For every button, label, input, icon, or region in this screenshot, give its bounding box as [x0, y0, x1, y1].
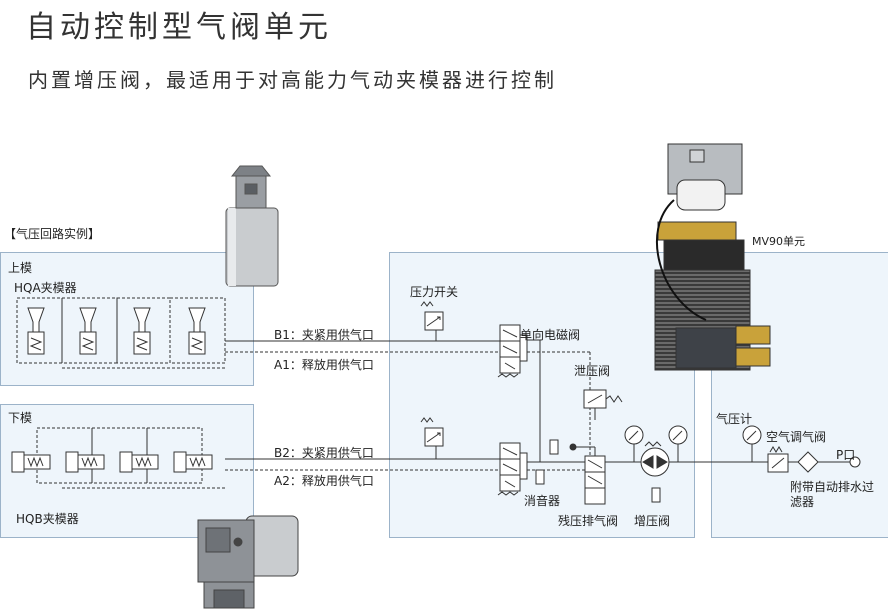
section-label: 【气压回路实例】: [4, 227, 101, 241]
lower-die-label: 下模: [8, 411, 33, 425]
residual-exhaust-valve-symbol: [569, 443, 606, 505]
air-regulator-label: 空气调气阀: [766, 430, 827, 444]
supply-panel: [711, 252, 888, 538]
relief-valve-label: 泄压阀: [574, 364, 611, 378]
pressure-gauge-label: 气压计: [716, 412, 753, 426]
muffler-label: 消音器: [524, 494, 561, 508]
hqb-clamp-symbols: [11, 451, 213, 473]
mv90-unit-label: MV90单元: [752, 235, 806, 248]
port-a2-label: A2：释放用供气口: [274, 474, 374, 488]
page-title: 自动控制型气阀单元: [26, 10, 332, 45]
muffler-symbols: [535, 439, 661, 503]
solenoid-valve-symbols: [497, 324, 528, 496]
pressure-switch-label: 压力开关: [410, 285, 459, 299]
page-subtitle: 内置增压阀，最适用于对高能力气动夹模器进行控制: [28, 68, 557, 92]
p-port-label: P口: [836, 448, 856, 462]
port-b2-label: B2：夹紧用供气口: [274, 446, 374, 460]
mv90-unit-image: [654, 143, 771, 371]
booster-valve-symbol: [624, 425, 688, 477]
hqa-clamp-image: [225, 165, 279, 287]
pressure-switch-symbols: [420, 301, 444, 447]
valve-unit-panel: [389, 252, 695, 538]
booster-valve-label: 增压阀: [634, 514, 671, 528]
hqa-clamp-label: HQA夹模器: [14, 281, 77, 295]
hqa-clamp-symbols: [27, 307, 206, 355]
filter-label: 附带自动排水过滤器: [790, 480, 875, 509]
hqb-clamp-label: HQB夹模器: [16, 512, 79, 526]
supply-symbols: [742, 425, 861, 473]
hqb-clamp-image: [197, 515, 299, 609]
upper-die-panel: [0, 252, 254, 386]
port-b1-label: B1：夹紧用供气口: [274, 328, 374, 342]
port-a1-label: A1：释放用供气口: [274, 358, 374, 372]
solenoid-valve-label: 单向电磁阀: [520, 328, 581, 342]
relief-valve-symbol: [583, 389, 623, 420]
upper-die-label: 上模: [8, 261, 33, 275]
residual-exhaust-valve-label: 残压排气阀: [558, 514, 619, 528]
